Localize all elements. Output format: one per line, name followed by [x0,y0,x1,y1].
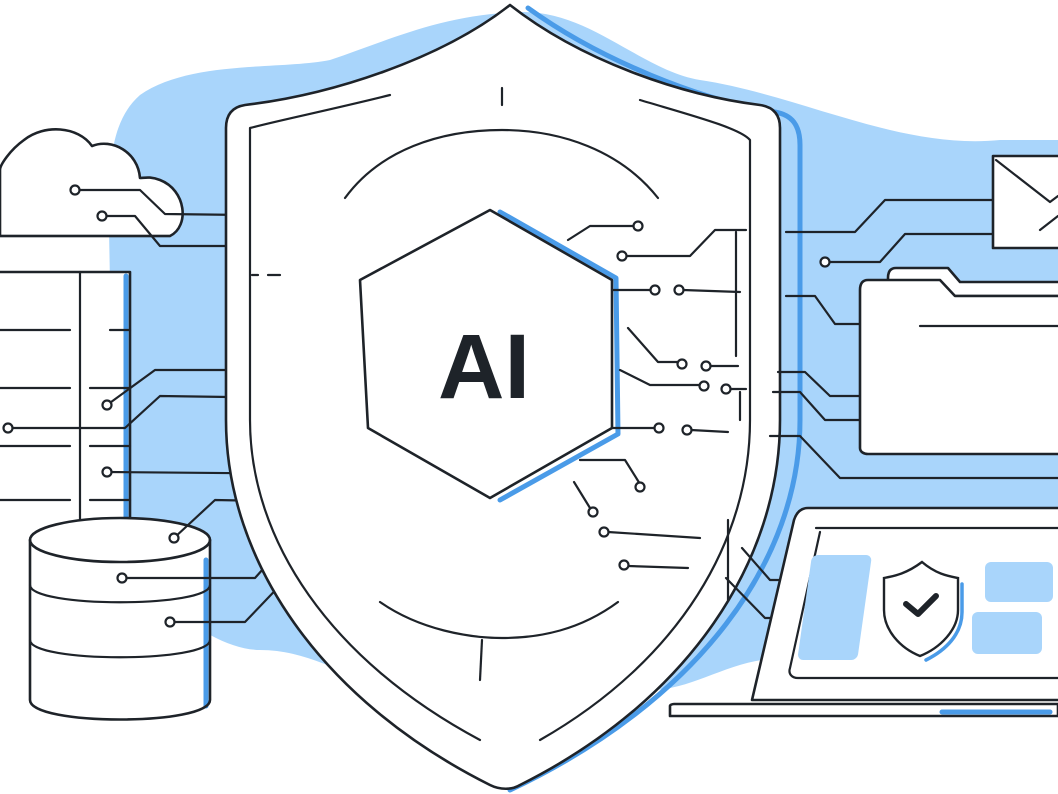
envelope-icon [991,154,1058,250]
screen-panel-right-bottom [972,612,1042,654]
server-icon [0,270,132,532]
cloud-icon [0,128,184,238]
folder-icon [858,266,1058,456]
ai-label: AI [438,316,530,418]
hexagon-badge: AI [358,208,621,503]
screen-panel-right-top [985,562,1053,602]
checkmark-icon [903,593,939,617]
database-icon [28,516,212,721]
screen-panel-left [798,555,872,660]
laptop-icon [668,506,1058,718]
mini-shield-icon [882,560,964,662]
